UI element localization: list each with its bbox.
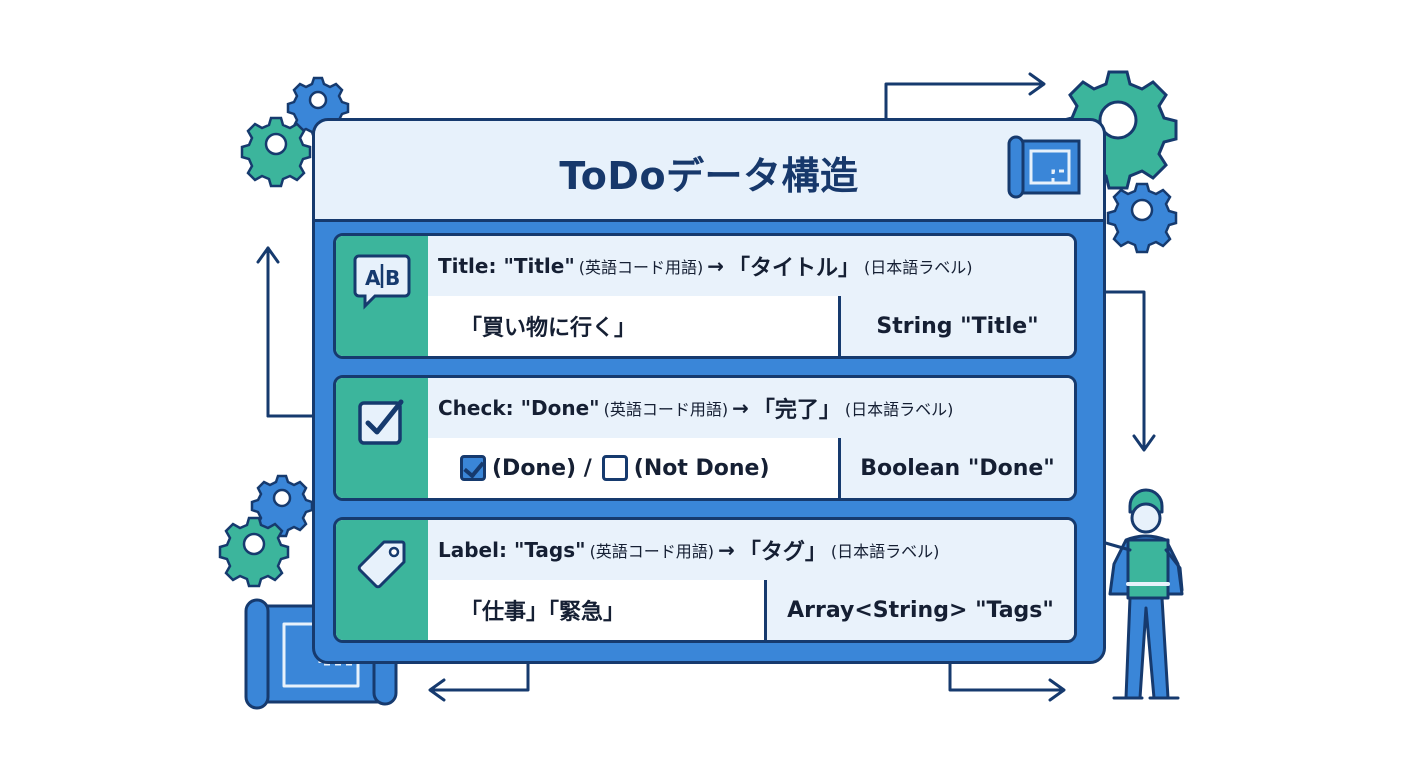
mapping-arrow: → bbox=[707, 254, 725, 278]
code-term: Label: "Tags" bbox=[438, 538, 586, 562]
row-icon-cell bbox=[336, 378, 431, 498]
checkbox-icon bbox=[358, 399, 404, 445]
gear-icon bbox=[1106, 182, 1178, 254]
japanese-note: (日本語ラベル) bbox=[844, 400, 954, 419]
mapping-arrow: → bbox=[732, 396, 749, 420]
field-row-title: A B Title: "Title" (英語コード用語) → 「タイトル」 (日… bbox=[333, 233, 1077, 359]
gear-icon bbox=[240, 116, 312, 188]
japanese-label: 「タイトル」 bbox=[728, 256, 861, 281]
page-title: ToDoデータ構造 bbox=[559, 154, 859, 198]
done-text: (Done) / bbox=[492, 455, 592, 481]
ab-text-icon: A B bbox=[353, 254, 411, 310]
field-row-tags: Label: "Tags" (英語コード用語) → 「タグ」 (日本語ラベル) … bbox=[333, 517, 1077, 643]
type-label: Boolean "Done" bbox=[838, 438, 1074, 498]
blueprint-icon bbox=[1007, 135, 1081, 199]
example-value: (Done) / (Not Done) bbox=[428, 438, 846, 498]
japanese-note: (日本語ラベル) bbox=[830, 542, 940, 561]
card-header: ToDoデータ構造 bbox=[315, 121, 1103, 222]
gear-icon bbox=[218, 516, 290, 588]
field-heading: Label: "Tags" (英語コード用語) → 「タグ」 (日本語ラベル) bbox=[428, 520, 1074, 583]
todo-data-card: ToDoデータ構造 A B Title: "Title" (英語コード用語) →… bbox=[312, 118, 1106, 664]
gear-icon bbox=[250, 474, 314, 538]
code-term: Check: "Done" bbox=[438, 396, 600, 420]
svg-text:B: B bbox=[385, 266, 400, 290]
japanese-note: (日本語ラベル) bbox=[864, 258, 973, 277]
type-label: Array<String> "Tags" bbox=[764, 580, 1074, 640]
flow-arrows bbox=[256, 72, 1156, 702]
example-value: 「仕事」「緊急」 bbox=[428, 580, 772, 640]
tag-icon bbox=[357, 540, 406, 589]
row-icon-cell bbox=[336, 520, 431, 640]
unchecked-box-icon bbox=[601, 455, 628, 481]
field-row-done: Check: "Done" (英語コード用語) → 「完了」 (日本語ラベル) … bbox=[333, 375, 1077, 501]
example-value: 「買い物に行く」 bbox=[428, 296, 846, 356]
field-heading: Check: "Done" (英語コード用語) → 「完了」 (日本語ラベル) bbox=[428, 378, 1074, 441]
checked-box-icon bbox=[460, 455, 486, 481]
svg-text:A: A bbox=[365, 266, 381, 290]
english-note: (英語コード用語) bbox=[589, 542, 715, 561]
japanese-label: 「タグ」 bbox=[738, 540, 827, 565]
code-term: Title: "Title" bbox=[438, 254, 575, 278]
mapping-arrow: → bbox=[718, 538, 735, 562]
japanese-label: 「完了」 bbox=[752, 398, 841, 423]
english-note: (英語コード用語) bbox=[603, 400, 729, 419]
field-heading: Title: "Title" (英語コード用語) → 「タイトル」 (日本語ラベ… bbox=[428, 236, 1074, 299]
row-icon-cell: A B bbox=[336, 236, 431, 356]
not-done-text: (Not Done) bbox=[633, 455, 770, 481]
type-label: String "Title" bbox=[838, 296, 1074, 356]
english-note: (英語コード用語) bbox=[578, 258, 704, 277]
